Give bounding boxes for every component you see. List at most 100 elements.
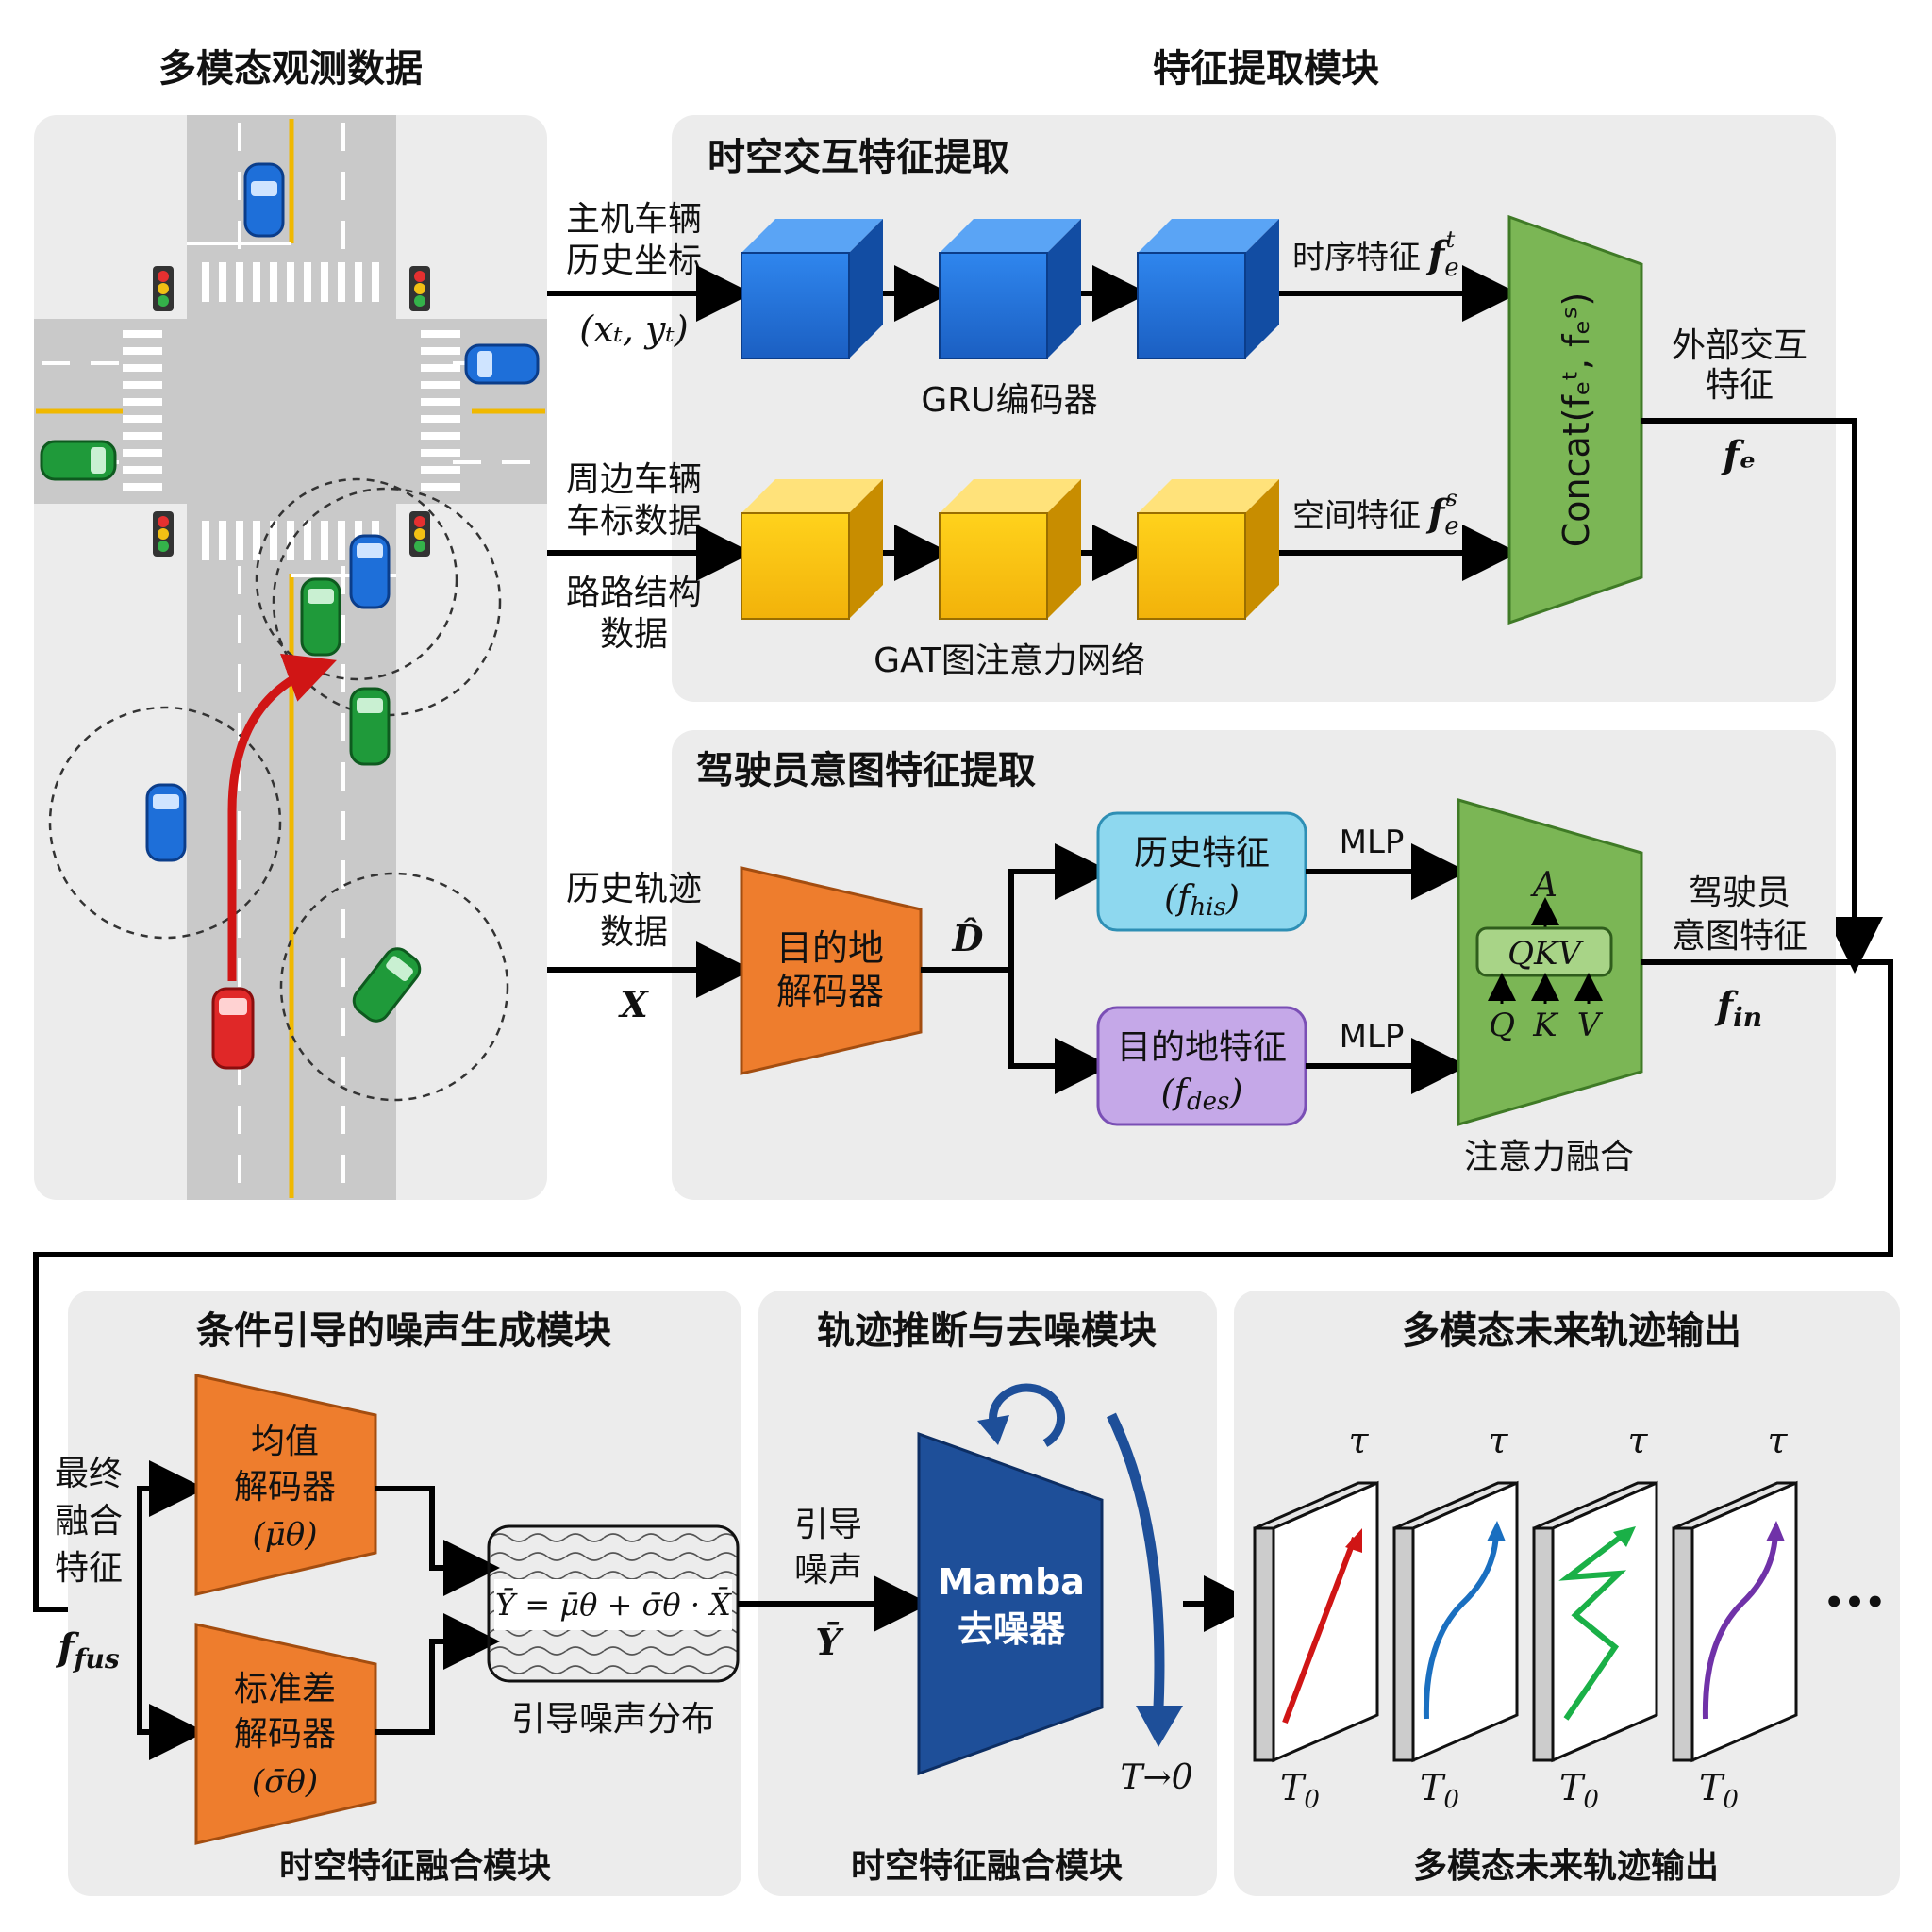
mean-math: (μ̄θ) [252,1516,317,1554]
std-line2: 解码器 [234,1715,336,1754]
observation-title: 多模态观测数据 [158,47,423,91]
arrow-to-std [137,1547,206,1760]
std-line1: 标准差 [234,1670,336,1708]
noise-dist-label: 引导噪声分布 [511,1700,715,1739]
arrow-mean-to-dist [375,1486,500,1596]
concat-label: Concat(fₑᵗ, fₑˢ) [1556,292,1597,548]
traffic-light-icon [153,511,174,557]
t0-2: T0 [1420,1767,1459,1814]
car-icon [349,687,391,766]
intent-out-math: fin [1714,984,1762,1033]
gat-cube-2 [939,479,1081,620]
mamba-line2: 去噪器 [958,1608,1066,1650]
t0-3: T0 [1559,1767,1599,1814]
connector-ext-feature [1641,418,1883,974]
noise-formula: Ȳ = μ̄θ + σ̄θ · X̄ [495,1587,732,1623]
input1-math: (xₜ, yₜ) [579,308,688,350]
fused-line3: 特征 [55,1549,123,1588]
traffic-light-icon [409,511,430,557]
intent-out-line1: 驾驶员 [1689,874,1790,912]
tau-2: τ [1488,1420,1508,1461]
car-icon [145,783,187,862]
fused-line1: 最终 [55,1455,123,1493]
st-panel-title: 时空交互特征提取 [708,136,1009,179]
intent-input-math: X [618,983,649,1025]
traffic-light-icon [409,266,430,311]
output-panel-title: 多模态未来轨迹输出 [1402,1309,1741,1353]
attn-a: A [1530,866,1557,905]
car-icon [464,343,540,385]
mlp2-label: MLP [1340,1018,1405,1056]
intent-input-line2: 数据 [600,913,668,952]
loop-arrowhead-icon [977,1415,1009,1445]
attn-q: Q [1489,1007,1515,1044]
input2-line1: 周边车辆 [566,460,702,499]
trajectory-red-arrowhead-icon [1345,1528,1362,1553]
mean-decoder [194,1374,377,1596]
loop-icon [989,1383,1066,1447]
ego-car-icon [211,987,255,1070]
mean-line1: 均值 [251,1423,319,1461]
car-icon [243,162,285,238]
car-icon [349,534,391,609]
mlp1-label: MLP [1340,824,1405,861]
intent-input-line1: 历史轨迹 [566,870,702,908]
traffic-light-icon [153,266,174,311]
car-icon [300,577,341,657]
arrow-to-hist [1008,843,1111,970]
car-icon [352,947,422,1023]
denoise-panel: 轨迹推断与去噪模块 引导 噪声 Ȳ Mamba 去噪器 T→0 时空特征融合模块 [738,1291,1217,1896]
trajectory-red [1282,1536,1357,1724]
t-to-zero: T→0 [1120,1758,1192,1797]
input1-line1: 主机车辆 [566,200,702,239]
tau-1: τ [1348,1420,1369,1461]
gru-cube-3 [1137,219,1279,359]
trajectory-card-1 [1253,1480,1379,1763]
input2-line2: 车标数据 [566,502,702,541]
gru-cube-2 [939,219,1081,359]
input1-line2: 历史坐标 [566,242,702,280]
trajectory-green-arrowhead-icon [1613,1526,1636,1547]
gru-label: GRU编码器 [921,381,1097,420]
gru-cube-1 [741,219,883,359]
arrow-std-to-dist [375,1613,500,1735]
noise-panel-footer: 时空特征融合模块 [279,1847,551,1886]
fused-math: ffus [55,1625,120,1674]
guide-line1: 引导 [794,1506,862,1544]
gat-label: GAT图注意力网络 [874,641,1145,680]
ext-out-line1: 外部交互 [1672,326,1807,365]
output-panel: 多模态未来轨迹输出 τ τ [1234,1291,1900,1896]
d-hat-label: D̂ [952,917,984,959]
denoise-panel-footer: 时空特征融合模块 [851,1847,1123,1886]
std-decoder [194,1623,377,1845]
t0-1: T0 [1280,1767,1320,1814]
dest-decoder-line1: 目的地 [776,927,884,969]
time-arrow-icon [1107,1412,1165,1708]
noise-panel-title: 条件引导的噪声生成模块 [196,1309,611,1353]
gat-cube-1 [741,479,883,620]
arrow-to-dest [1008,970,1111,1094]
hist-line1: 历史特征 [1134,834,1270,873]
trajectory-purple-arrowhead-icon [1766,1521,1785,1541]
attention-label: 注意力融合 [1464,1138,1634,1176]
noise-generation-panel: 条件引导的噪声生成模块 最终 融合 特征 ffus 均值 解码器 (μ̄θ) 标… [55,1291,741,1896]
st-interaction-panel: 时空交互特征提取 主机车辆 历史坐标 (xₜ, yₜ) 周边车辆 车标数据 路路… [547,115,1836,702]
std-math: (σ̄θ) [252,1763,318,1801]
mamba-denoiser [917,1431,1104,1776]
mean-line2: 解码器 [234,1468,336,1507]
attn-k: K [1532,1007,1559,1044]
car-icon [40,440,117,481]
attn-qkv: QKV [1507,935,1584,973]
fused-line2: 融合 [55,1502,123,1541]
intent-panel: 驾驶员意图特征提取 历史轨迹 数据 X 目的地 解码器 D̂ 历史特征 (fhi… [547,730,1836,1200]
intersection-scene [34,115,547,1200]
intent-out-line2: 意图特征 [1672,917,1807,956]
hist-line2: (fhis) [1164,879,1240,922]
mamba-line1: Mamba [938,1561,1085,1603]
intent-panel-title: 驾驶员意图特征提取 [696,749,1036,792]
guide-math: Ȳ [815,1621,844,1663]
ext-out-line2: 特征 [1706,366,1774,405]
dest-line2: (fdes) [1161,1074,1243,1116]
